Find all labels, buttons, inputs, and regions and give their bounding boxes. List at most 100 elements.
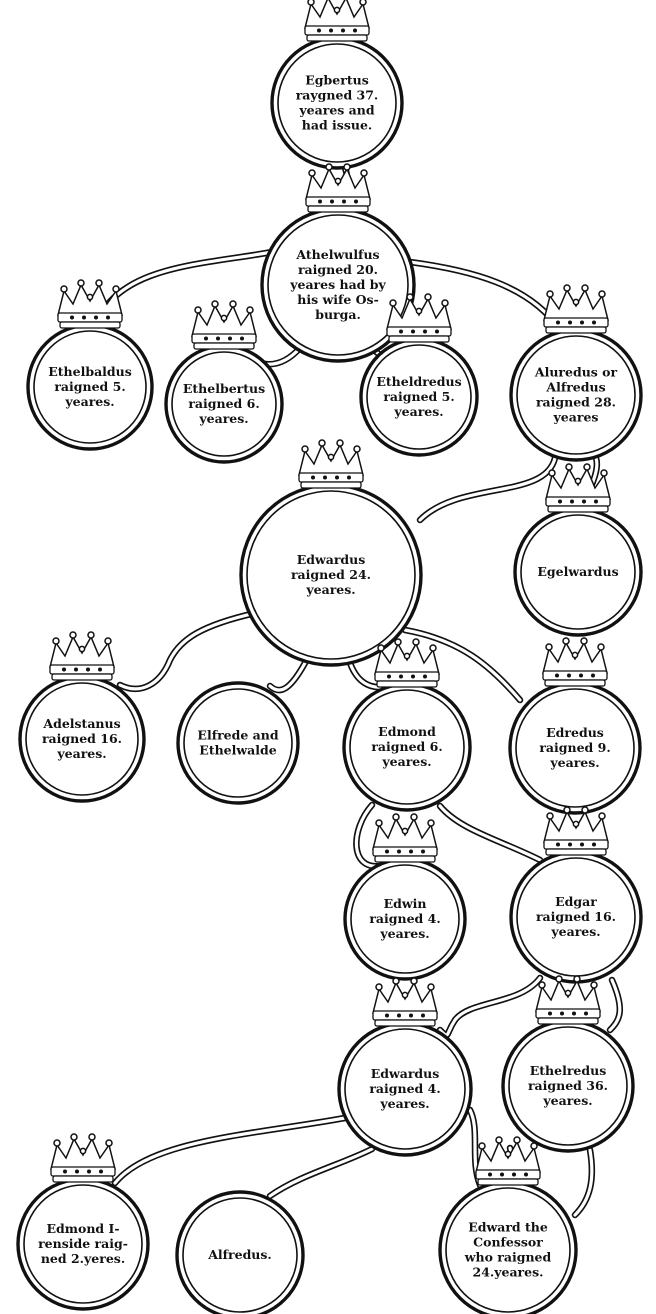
node-text-line: yeares. <box>542 1093 592 1108</box>
node-text-line: raigned 5. <box>383 389 454 404</box>
node-text-line: yeares. <box>381 754 431 769</box>
crown-icon <box>191 300 257 350</box>
node-text-line: Ethelredus <box>530 1063 607 1078</box>
node-text-line: raigned 36. <box>528 1078 608 1093</box>
crown-icon <box>545 463 611 513</box>
node-text-line: Edmond <box>378 724 436 739</box>
node-text-line: Egbertus <box>305 73 368 88</box>
connector-14 <box>606 976 623 1034</box>
node-text-line: 24.yeares. <box>473 1265 544 1280</box>
ring-inner <box>25 682 139 796</box>
ring-inner <box>182 1197 298 1313</box>
node-text-line: yeares. <box>305 582 355 597</box>
node-text-line: Edgar <box>555 894 597 909</box>
node-text-line: raigned 5. <box>54 379 125 394</box>
node-text-line: had issue. <box>302 118 373 133</box>
ring-inner <box>349 689 465 805</box>
node-text-line: yeares. <box>56 746 106 761</box>
crown-icon <box>298 439 364 489</box>
node-text-line: raigned 4. <box>369 911 440 926</box>
node-text-line: raigned 16. <box>536 909 616 924</box>
node-text-line: Alfredus <box>545 380 605 395</box>
crown-icon <box>372 977 438 1027</box>
node-text-line: raigned 24. <box>291 567 371 582</box>
node-text-line: Ethelwalde <box>199 743 276 758</box>
connector-12 <box>436 802 544 864</box>
node-text-line: Alfredus. <box>207 1247 272 1262</box>
node-text-line: renside raig- <box>38 1236 128 1251</box>
connector-15 <box>111 1114 349 1187</box>
node-text-line: Etheldredus <box>376 374 461 389</box>
node-text-line: who raigned <box>464 1250 552 1265</box>
connector-16 <box>266 1145 376 1200</box>
crown-icon <box>57 279 123 329</box>
crown-icon <box>543 284 609 334</box>
node-text-line: Confessor <box>473 1235 543 1250</box>
node-text-line: Elfrede and <box>197 728 278 743</box>
node-text-line: Edmond I- <box>46 1221 119 1236</box>
ring-inner <box>23 1184 143 1304</box>
node-text-line: Ethelbertus <box>183 381 265 396</box>
ring-inner <box>516 335 636 455</box>
node-text-line: yeares. <box>549 755 599 770</box>
ring-inner <box>183 688 293 798</box>
crown-icon <box>305 163 371 213</box>
node-text-line: Edward the <box>468 1220 548 1235</box>
crown-icon <box>49 631 115 681</box>
node-text-line: Edwardus <box>371 1066 440 1081</box>
node-text-line: yeares. <box>393 404 443 419</box>
node-text-line: raigned 16. <box>42 731 122 746</box>
node-text-line: yeares. <box>379 926 429 941</box>
ring-outer <box>176 681 300 805</box>
node-text-line: Edwardus <box>297 552 366 567</box>
ring-inner <box>520 514 636 630</box>
connector-13 <box>436 974 544 1039</box>
node-edmond-ironside: Edmond I-renside raig-ned 2.yeres. <box>16 1133 150 1311</box>
ring-outer <box>175 1190 305 1314</box>
connector-11 <box>353 801 384 870</box>
ring-inner <box>277 43 397 163</box>
connector-7 <box>116 608 264 693</box>
crown-icon <box>304 0 370 42</box>
connector-10 <box>401 626 524 704</box>
node-text-line: raigned 20. <box>298 262 378 277</box>
connector-5 <box>416 454 559 524</box>
ring-inner <box>445 1187 571 1313</box>
ring-inner <box>246 490 416 660</box>
ring-inner <box>171 351 277 457</box>
node-text-line: yeares and <box>298 103 374 118</box>
ring-inner <box>366 344 472 450</box>
node-text-line: raigned 6. <box>188 396 259 411</box>
connector-19 <box>571 1146 596 1219</box>
node-text-line: Egelwardus <box>537 564 618 579</box>
node-text-line: yeares had by <box>289 277 386 292</box>
ring-inner <box>344 1028 466 1150</box>
ring-inner <box>33 330 147 444</box>
ring-inner <box>267 214 409 356</box>
node-text-line: Athelwulfus <box>295 247 379 262</box>
crown-icon <box>542 637 608 687</box>
ring-inner <box>508 1026 628 1146</box>
node-text-line: yeares. <box>379 1096 429 1111</box>
node-text-line: raigned 28. <box>536 395 616 410</box>
node-alfredus: Alfredus. <box>175 1190 305 1314</box>
node-text-line: yeares. <box>550 924 600 939</box>
node-text-line: ned 2.yeres. <box>41 1251 125 1266</box>
node-text-line: raigned 4. <box>369 1081 440 1096</box>
node-egelwardus: Egelwardus <box>513 463 643 637</box>
connector-8 <box>266 659 309 694</box>
crown-icon <box>372 813 438 863</box>
